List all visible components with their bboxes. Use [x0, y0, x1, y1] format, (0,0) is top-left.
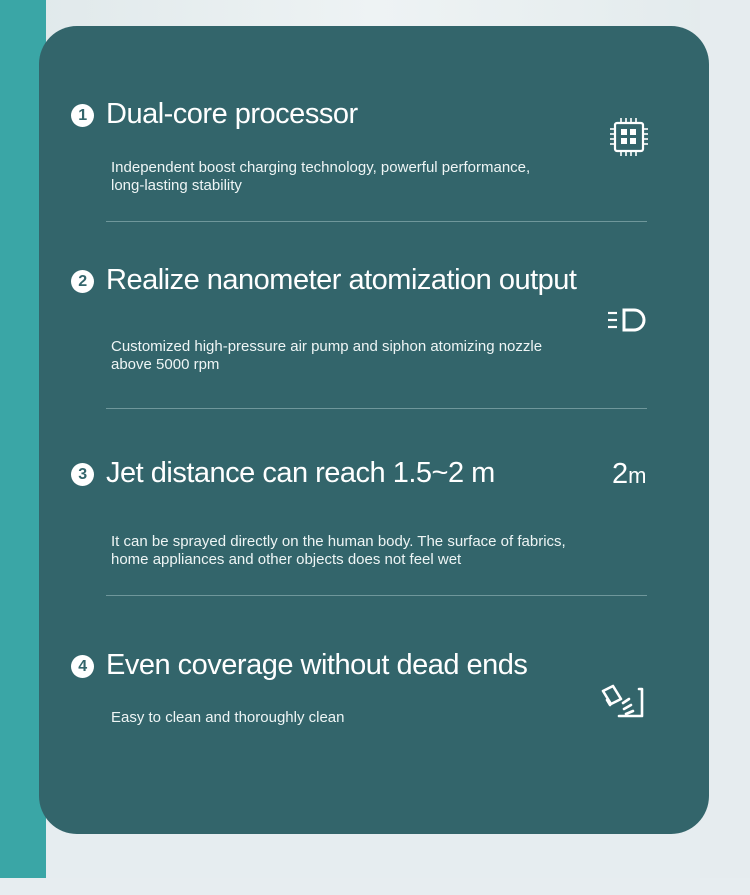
features-card: 1 Dual-core processor Independent boost c…: [39, 26, 709, 834]
distance-unit: m: [628, 463, 647, 488]
feature-title-text: Jet distance can reach 1.5~2 m: [106, 457, 495, 489]
feature-description: It can be sprayed directly on the human …: [111, 533, 566, 568]
feature-title: 1 Dual-core processor: [71, 96, 358, 132]
feature-number-badge: 4: [71, 655, 94, 678]
feature-description: Customized high-pressure air pump and si…: [111, 338, 543, 373]
feature-title: 4 Even coverage without dead ends: [71, 647, 528, 683]
coverage-lamp-icon: [601, 684, 644, 718]
divider: [106, 595, 647, 596]
feature-number-badge: 2: [71, 270, 94, 293]
feature-title: 2 Realize nanometer atomization output: [71, 262, 577, 298]
feature-description: Easy to clean and thoroughly clean: [111, 709, 345, 726]
nozzle-spray-icon: [608, 308, 646, 332]
divider: [106, 221, 647, 222]
divider: [106, 408, 647, 409]
distance-value: 2: [612, 458, 629, 490]
feature-title-text: Dual-core processor: [106, 98, 358, 130]
feature-title-text: Realize nanometer atomization output: [106, 264, 577, 296]
feature-title: 3 Jet distance can reach 1.5~2 m: [71, 455, 495, 491]
distance-icon: 2m: [612, 459, 646, 491]
feature-title-text: Even coverage without dead ends: [106, 649, 528, 681]
feature-description: Independent boost charging technology, p…: [111, 159, 531, 194]
chip-icon: [610, 118, 648, 156]
feature-number-badge: 3: [71, 463, 94, 486]
accent-strip: [0, 0, 46, 878]
feature-number-badge: 1: [71, 104, 94, 127]
background-bottom: [0, 878, 750, 895]
